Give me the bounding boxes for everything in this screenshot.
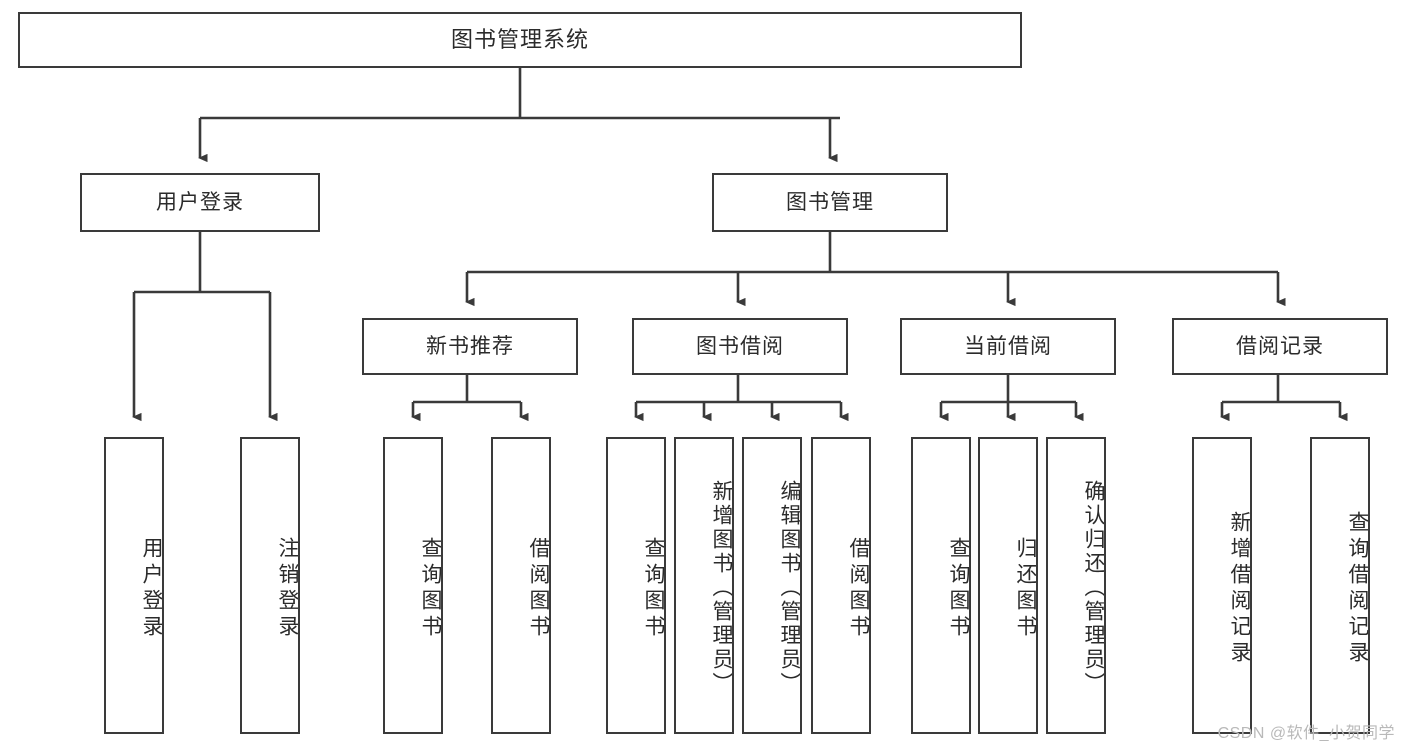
node-label: 图书借阅 xyxy=(696,334,784,358)
node-label: 查询借阅记录 xyxy=(1346,510,1369,667)
node-label: 新增图书（管理员） xyxy=(710,479,733,696)
csdn-watermark: CSDN @软件_小贺同学 xyxy=(1217,725,1395,742)
node-label: 借阅图书 xyxy=(527,536,550,641)
leaf-edit-book-admin[interactable]: 编辑图书（管理员） xyxy=(742,437,802,734)
node-label: 用户登录 xyxy=(156,190,244,214)
node-current-borrow[interactable]: 当前借阅 xyxy=(900,318,1116,375)
leaf-logout-login[interactable]: 注销登录 xyxy=(240,437,300,734)
leaf-confirm-return-admin[interactable]: 确认归还（管理员） xyxy=(1046,437,1106,734)
node-label: 确认归还（管理员） xyxy=(1082,479,1105,696)
node-label: 新书推荐 xyxy=(426,334,514,358)
leaf-query-book-newbook[interactable]: 查询图书 xyxy=(383,437,443,734)
leaf-borrow-book-newbook[interactable]: 借阅图书 xyxy=(491,437,551,734)
node-label: 查询图书 xyxy=(419,536,442,641)
leaf-add-borrow-record[interactable]: 新增借阅记录 xyxy=(1192,437,1252,734)
leaf-query-book-current[interactable]: 查询图书 xyxy=(911,437,971,734)
node-book-management-system[interactable]: 图书管理系统 xyxy=(18,12,1022,68)
node-label: 用户登录 xyxy=(140,536,163,641)
node-book-borrow[interactable]: 图书借阅 xyxy=(632,318,848,375)
node-label: 查询图书 xyxy=(947,536,970,641)
node-label: 查询图书 xyxy=(642,536,665,641)
leaf-query-borrow-record[interactable]: 查询借阅记录 xyxy=(1310,437,1370,734)
node-borrow-record[interactable]: 借阅记录 xyxy=(1172,318,1388,375)
node-new-book-recommend[interactable]: 新书推荐 xyxy=(362,318,578,375)
leaf-user-login[interactable]: 用户登录 xyxy=(104,437,164,734)
leaf-query-book-borrow[interactable]: 查询图书 xyxy=(606,437,666,734)
node-label: 注销登录 xyxy=(276,536,299,641)
node-label: 新增借阅记录 xyxy=(1228,510,1251,667)
node-label: 借阅图书 xyxy=(847,536,870,641)
node-label: 编辑图书（管理员） xyxy=(778,479,801,696)
leaf-borrow-book-borrow[interactable]: 借阅图书 xyxy=(811,437,871,734)
node-book-management[interactable]: 图书管理 xyxy=(712,173,948,232)
node-user-login[interactable]: 用户登录 xyxy=(80,173,320,232)
node-label: 图书管理 xyxy=(786,190,874,214)
leaf-add-book-admin[interactable]: 新增图书（管理员） xyxy=(674,437,734,734)
leaf-return-book[interactable]: 归还图书 xyxy=(978,437,1038,734)
node-label: 当前借阅 xyxy=(964,334,1052,358)
node-label: 借阅记录 xyxy=(1236,334,1324,358)
node-label: 图书管理系统 xyxy=(450,26,589,52)
node-label: 归还图书 xyxy=(1014,536,1037,641)
